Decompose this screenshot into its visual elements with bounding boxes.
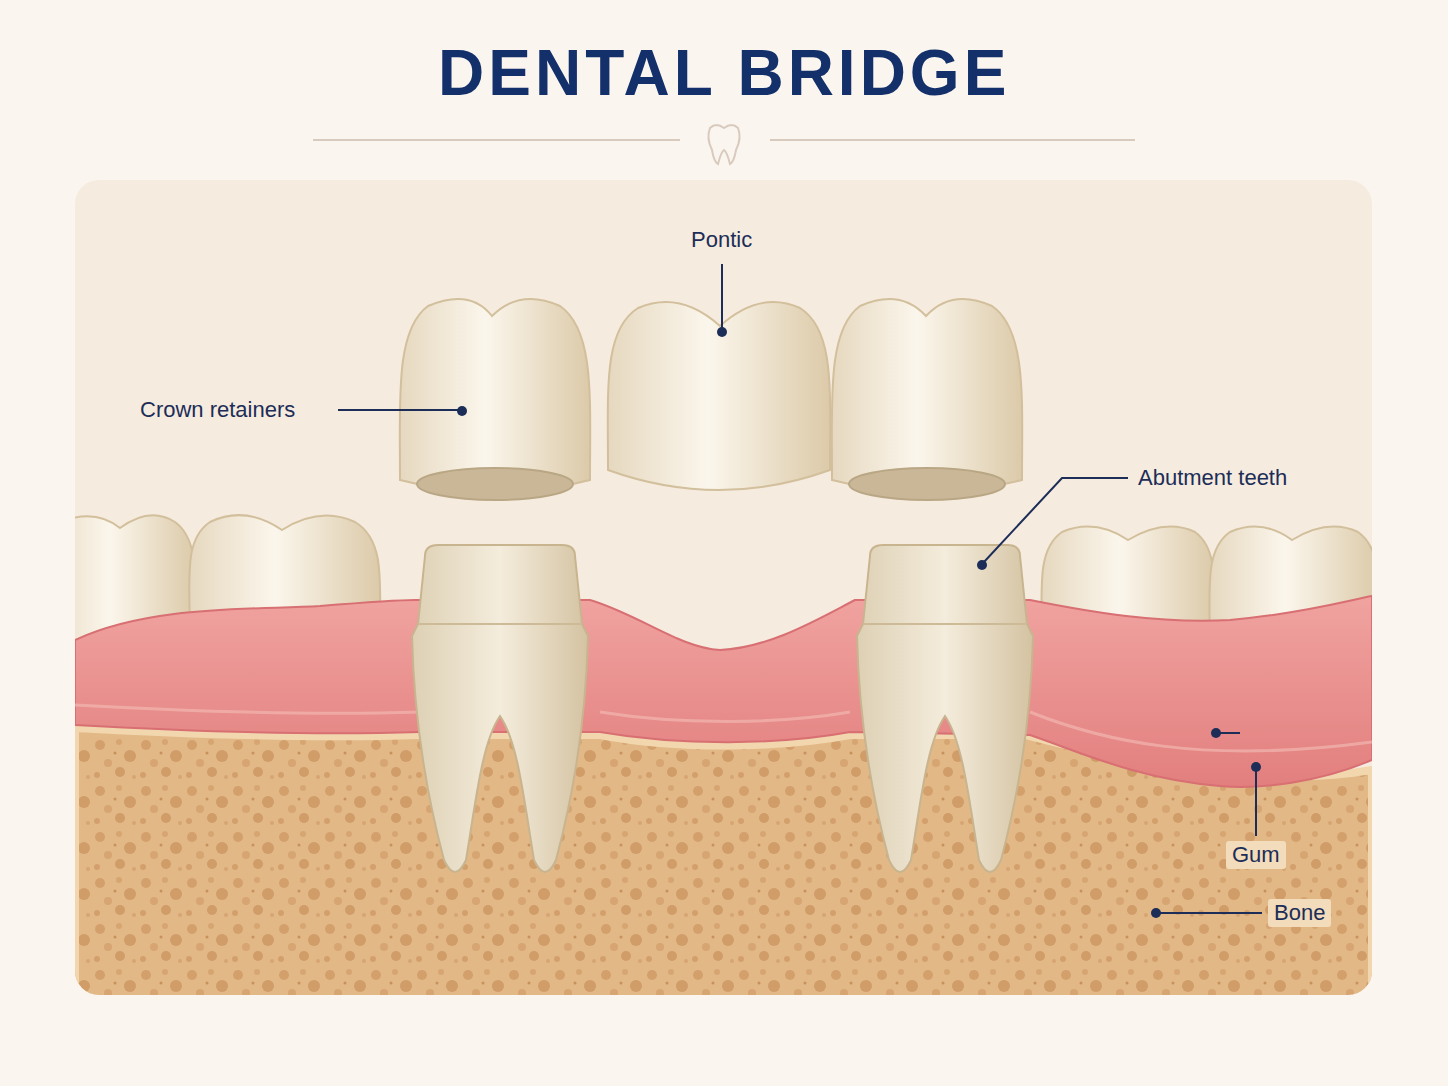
abutment-tooth [857,545,1033,872]
tooth-shoulder [863,623,1027,625]
part-label: Bone [1268,899,1331,927]
part-label: Crown retainers [140,396,295,424]
tooth-shoulder [418,623,582,625]
part-label: Pontic [691,226,752,254]
part-label: Abutment teeth [1138,464,1287,492]
part-label: Gum [1226,841,1286,869]
abutment-tooth [412,545,588,872]
diagram-title: DENTAL BRIDGE [438,36,1010,110]
